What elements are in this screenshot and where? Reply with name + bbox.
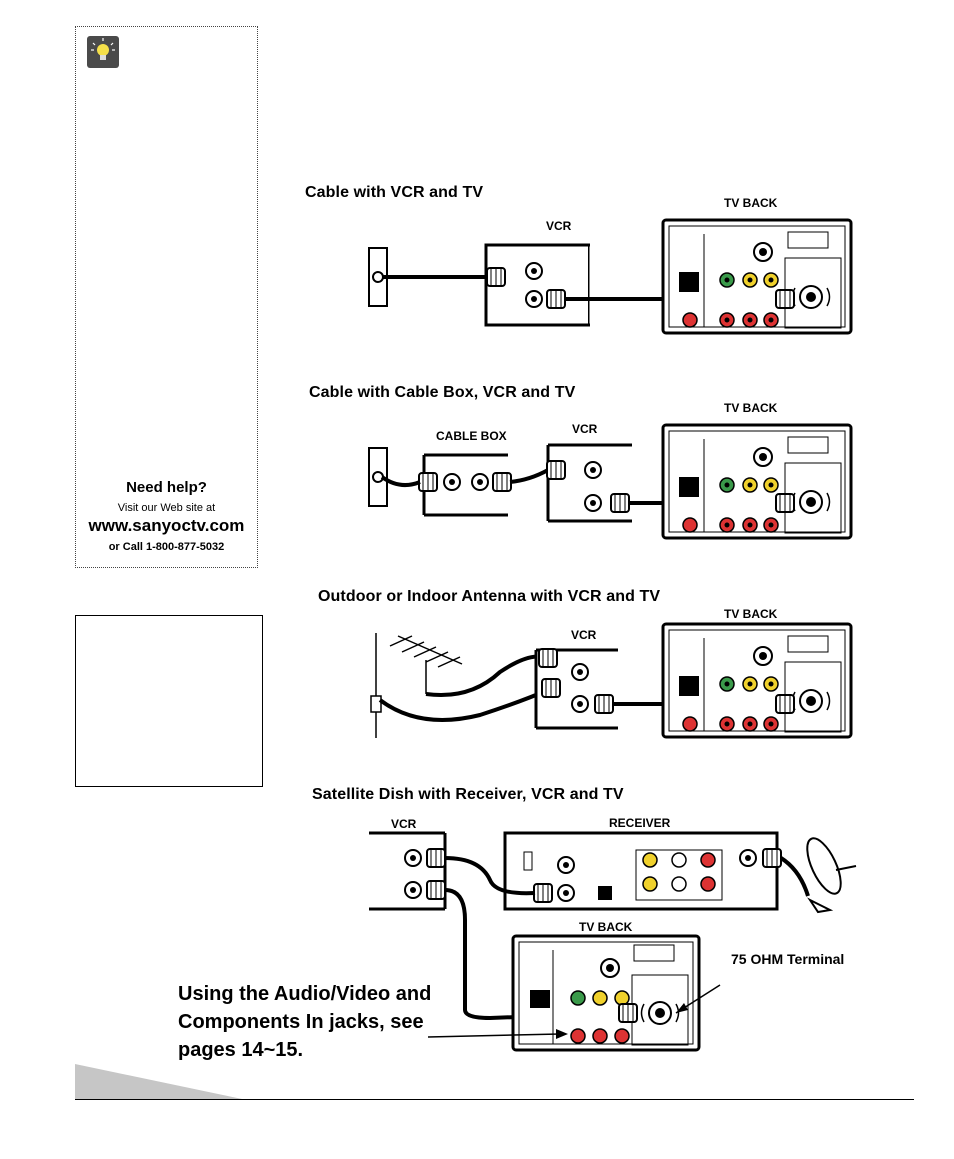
footer-rule xyxy=(75,1099,914,1100)
vcr-label-1: VCR xyxy=(546,219,572,233)
diagram-title-3: Outdoor or Indoor Antenna with VCR and T… xyxy=(318,588,661,605)
vcr-label-2: VCR xyxy=(572,422,598,436)
help-sidebar: Need help? Visit our Web site at www.san… xyxy=(75,26,258,568)
receiver-label: RECEIVER xyxy=(609,816,671,830)
cable-box-label: CABLE BOX xyxy=(436,429,507,443)
help-visit-text: Visit our Web site at xyxy=(117,502,216,514)
lightbulb-icon xyxy=(87,36,119,68)
help-phone-text: or Call 1-800-877-5032 xyxy=(108,541,225,553)
tv-back-label-1: TV BACK xyxy=(724,196,778,210)
terminal-label: 75 OHM Terminal xyxy=(731,951,845,967)
help-website-link[interactable]: www.sanyoctv.com xyxy=(88,516,245,535)
diagram-title-2: Cable with Cable Box, VCR and TV xyxy=(309,384,576,401)
diagram-title-4: Satellite Dish with Receiver, VCR and TV xyxy=(312,786,624,803)
vcr-label-3: VCR xyxy=(571,628,597,642)
vcr-label-4: VCR xyxy=(391,817,417,831)
tv-back-label-2: TV BACK xyxy=(724,401,778,415)
note-line-3: pages 14~15. xyxy=(178,1039,304,1061)
diagram-title-1: Cable with VCR and TV xyxy=(305,184,484,201)
note-line-1: Using the Audio/Video and xyxy=(178,983,432,1005)
tv-back-label-3: TV BACK xyxy=(724,607,778,621)
see-pages-note: Using the Audio/Video and Components In … xyxy=(178,980,478,1064)
tv-back-label-4: TV BACK xyxy=(579,920,633,934)
note-line-2: Components In jacks, see xyxy=(178,1011,424,1033)
note-box xyxy=(75,615,263,787)
need-help-title: Need help? xyxy=(126,479,207,496)
